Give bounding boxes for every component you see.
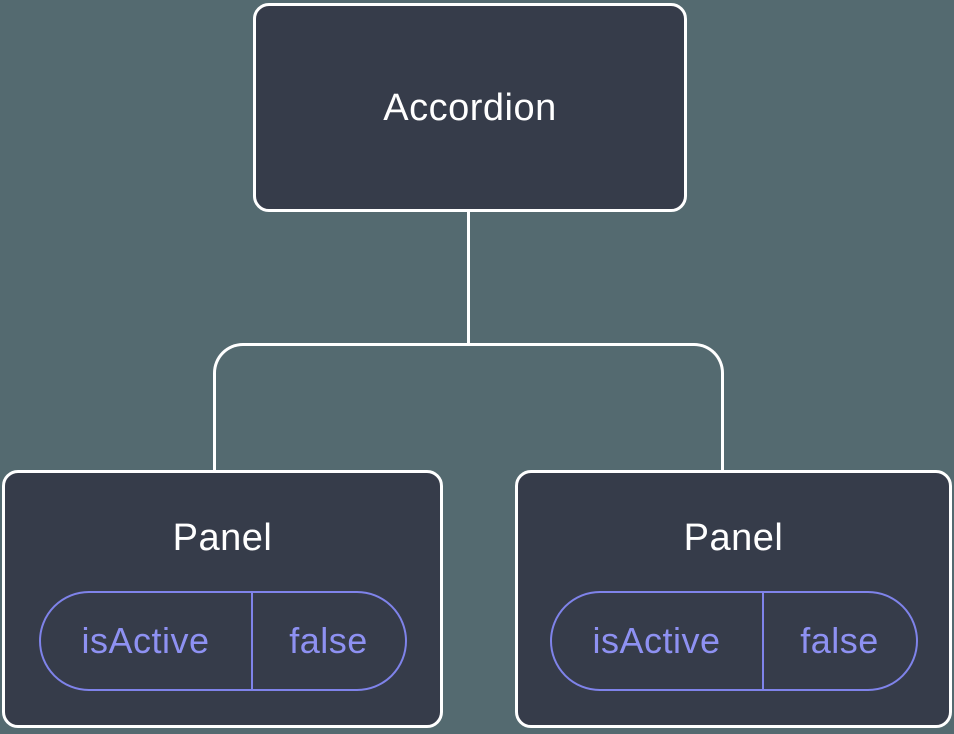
panel-node-label: Panel (683, 517, 784, 559)
connector-branch-bracket (213, 343, 724, 470)
root-node-label: Accordion (383, 86, 557, 129)
root-node-accordion: Accordion (253, 3, 687, 212)
state-pill: isActive false (549, 591, 918, 691)
state-value: false (800, 620, 879, 661)
child-node-panel-right: Panel isActive false (515, 470, 952, 728)
panel-node-label: Panel (172, 517, 273, 559)
child-node-panel-left: Panel isActive false (2, 470, 443, 728)
state-name: isActive (41, 593, 253, 689)
state-value: false (289, 620, 368, 661)
state-name: isActive (552, 593, 764, 689)
connector-stem-line (467, 212, 470, 345)
state-pill: isActive false (38, 591, 407, 691)
